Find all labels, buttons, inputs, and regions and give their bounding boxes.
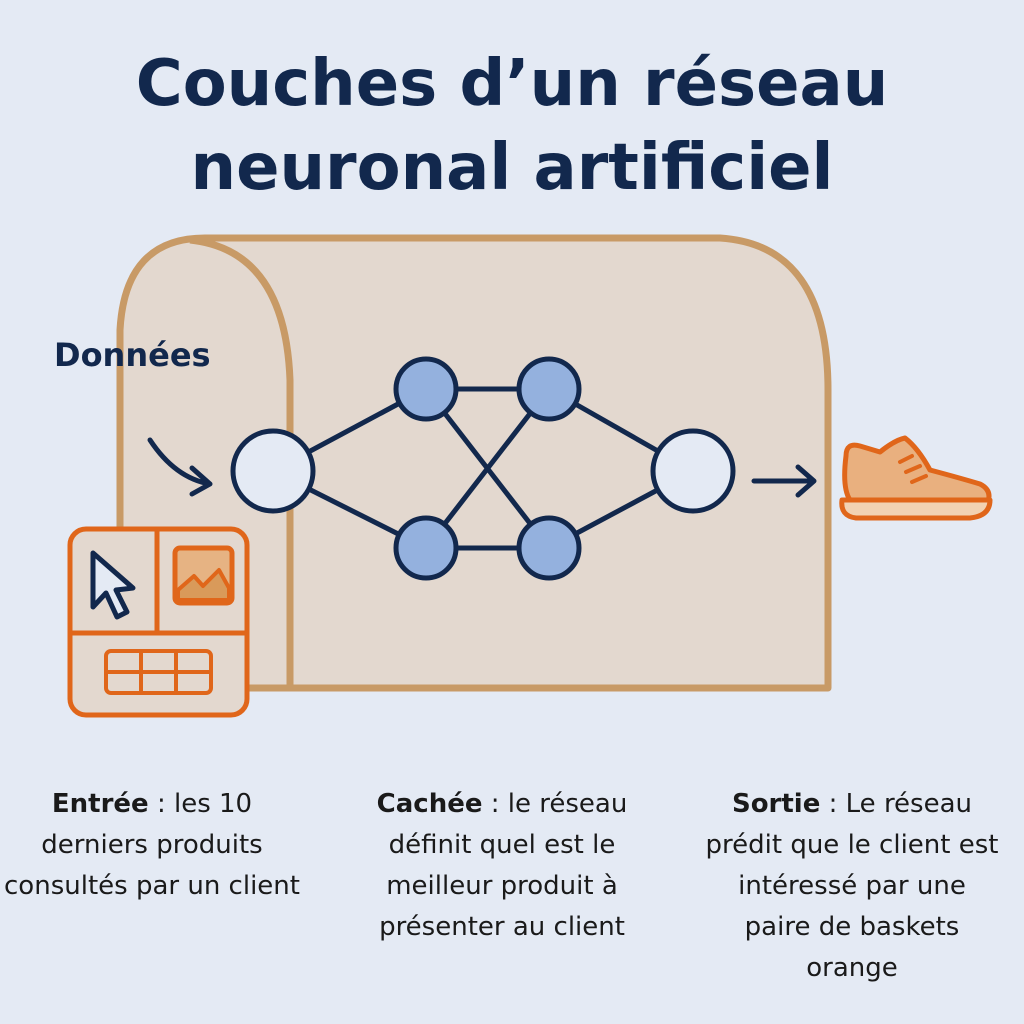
tunnel	[116, 234, 832, 692]
image-icon	[172, 545, 235, 606]
title-line-1: Couches d’un réseau	[135, 47, 889, 121]
input-arrow-icon	[147, 437, 213, 497]
hidden-node	[516, 356, 582, 422]
hidden-node	[393, 356, 459, 422]
caption-term: Entrée	[51, 789, 149, 819]
hidden-node	[393, 515, 459, 581]
cursor-icon	[90, 550, 136, 620]
hidden-node	[516, 515, 582, 581]
caption-term: Cachée	[376, 789, 483, 819]
caption-text: : Le réseau prédit que le client est int…	[705, 789, 999, 983]
caption-text: : le réseau définit quel est le meilleur…	[379, 789, 628, 942]
input-data-label: Données	[54, 336, 211, 374]
caption-term: Sortie	[731, 789, 821, 819]
output-arrow-icon	[751, 464, 817, 498]
page-title: Couches d’un réseau neuronal artificiel	[0, 42, 1024, 210]
caption-hidden: Cachée : le réseau définit quel est le m…	[352, 784, 652, 948]
caption-output: Sortie : Le réseau prédit que le client …	[702, 784, 1002, 989]
title-line-2: neuronal artificiel	[190, 131, 834, 205]
data-sources-icon	[67, 526, 250, 718]
table-icon	[104, 649, 213, 695]
caption-input: Entrée : les 10 derniers produits consul…	[2, 784, 302, 907]
sneaker-icon	[839, 435, 993, 521]
output-node	[650, 428, 736, 514]
input-node	[230, 428, 316, 514]
caption-text: : les 10 derniers produits consultés par…	[4, 789, 300, 901]
